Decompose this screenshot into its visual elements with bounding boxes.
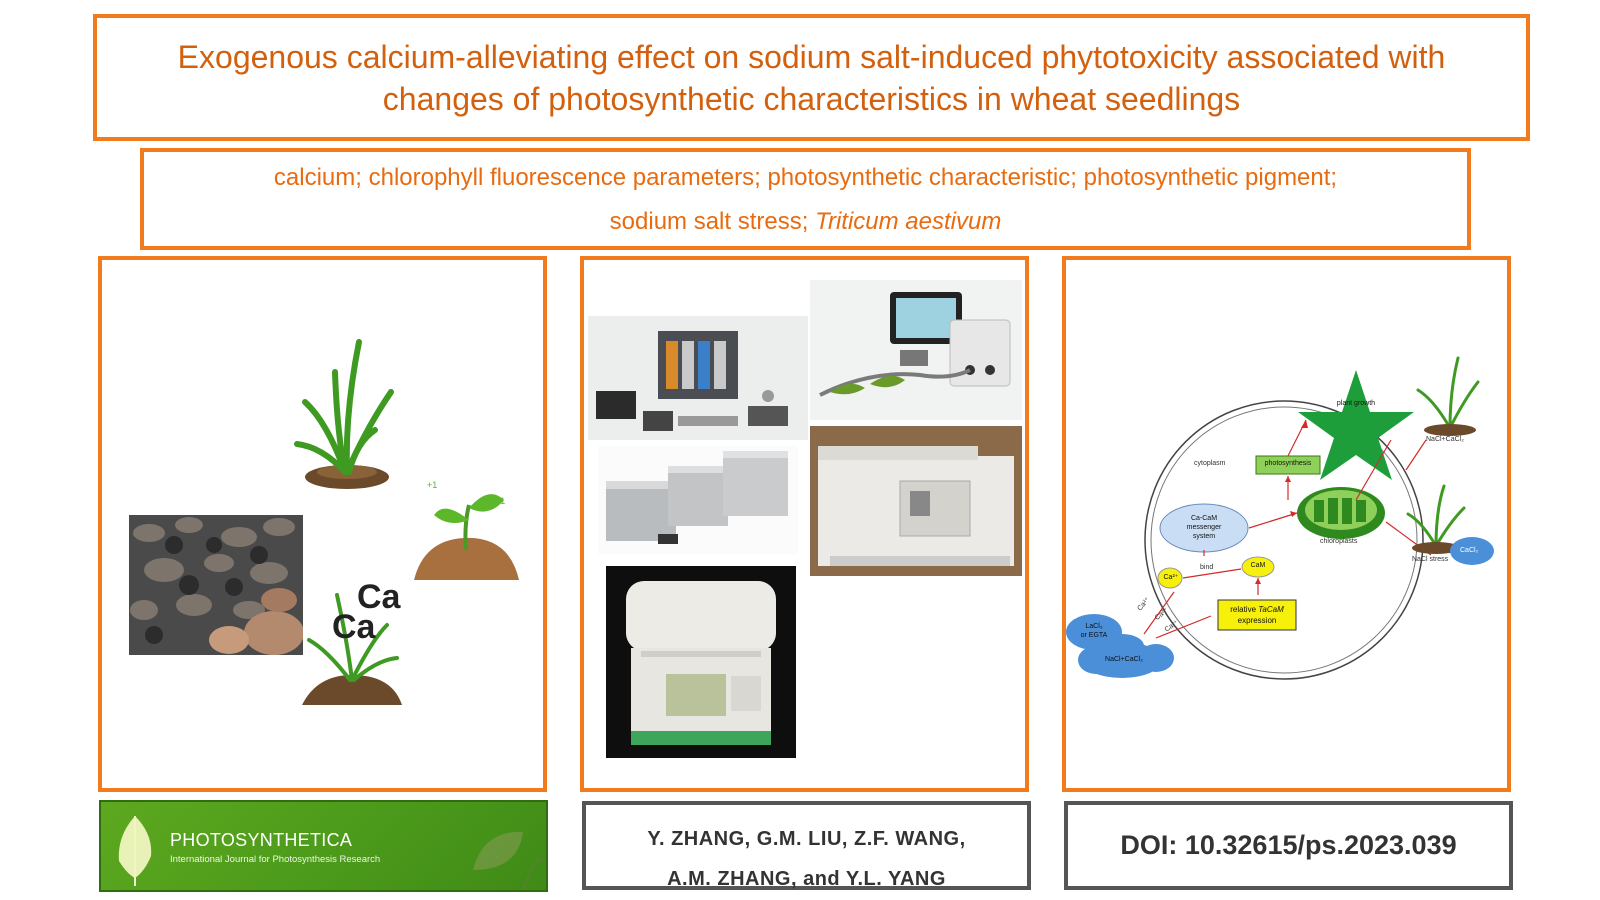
leaf-logo-icon (118, 816, 152, 886)
chloroplast-icon (1297, 487, 1385, 539)
authors-line-1: Y. ZHANG, G.M. LIU, Z.F. WANG, (647, 828, 966, 850)
messenger-system-label: Ca-CaM messenger system (1186, 515, 1222, 540)
sprout-icon (414, 494, 519, 580)
growth-mark-1: +1 (427, 480, 438, 490)
wheat-plant-top-icon (1416, 356, 1480, 430)
plant-growth-star (1298, 370, 1414, 480)
growth-mark-2: +1 (495, 496, 506, 506)
mechanism-diagram (1066, 356, 1494, 680)
tacam-expression-box (1217, 599, 1297, 631)
authors-box: Y. ZHANG, G.M. LIU, Z.F. WANG, A.M. ZHAN… (582, 801, 1031, 890)
tacam-expression-word: expression (1237, 616, 1277, 625)
calcium-label-top: Ca (357, 578, 401, 616)
title-line-2: changes of photosynthetic characteristic… (382, 80, 1241, 117)
cell-inner-membrane (1150, 406, 1418, 674)
nacl-cacl2-top-label: NaCl+CaCl₂ (1426, 436, 1464, 443)
keywords-plain: sodium salt stress; (609, 208, 816, 235)
egta-text: or EGTA (1080, 632, 1108, 639)
calcium-seedling-icon (302, 593, 402, 705)
keywords-species: Triticum aestivum (815, 208, 1002, 235)
journal-banner: PHOTOSYNTHETICA International Journal fo… (99, 800, 548, 892)
cam-label: CaM (1250, 562, 1266, 569)
panel-instruments (580, 256, 1029, 792)
keywords-line-1: calcium; chlorophyll fluorescence parame… (273, 164, 1338, 191)
pcr-thermocycler-photo (606, 566, 796, 758)
ca2-ellipse (1157, 567, 1183, 589)
cam-ellipse (1241, 556, 1275, 578)
fluorometer-image (819, 292, 1011, 397)
calcium-label-bottom: Ca (332, 608, 376, 646)
journal-name: PHOTOSYNTHETICA (170, 830, 353, 850)
wheat-plant-stress-icon (1406, 484, 1466, 548)
fluorometer-photo (810, 280, 1022, 420)
gas-exchange-system-photo (588, 316, 808, 440)
nacl-stress-label: NaCl stress (1412, 556, 1449, 563)
chromatograph-photo (810, 426, 1022, 576)
journal-subtitle: International Journal for Photosynthesis… (170, 854, 381, 865)
panel-mechanism-diagram: plant growth cytoplasm photosynthesis Ca… (1062, 256, 1511, 792)
cacl2-cloud (1450, 537, 1494, 565)
paper-title: Exogenous calcium-alleviating effect on … (178, 36, 1446, 120)
lacl3-label: LaCl₃ or EGTA (1076, 622, 1112, 640)
doi-text[interactable]: DOI: 10.32615/ps.2023.039 (1120, 830, 1457, 860)
title-box: Exogenous calcium-alleviating effect on … (93, 14, 1530, 141)
leaf-decoration-icon (473, 831, 543, 890)
photosynthesis-label: photosynthesis (1264, 460, 1312, 467)
keywords-box: calcium; chlorophyll fluorescence parame… (140, 148, 1471, 250)
ca2-label: Ca²⁺ (1163, 574, 1179, 581)
doi-box: DOI: 10.32615/ps.2023.039 (1064, 801, 1513, 890)
gas-exchange-image (596, 331, 788, 431)
salt-soil-image (129, 515, 303, 655)
tacam-expression-label: relative TaCaM expression (1218, 604, 1296, 626)
salt-soil-photo (129, 515, 303, 655)
cytoplasm-label: cytoplasm (1194, 460, 1226, 467)
spectrophotometer-photo (598, 446, 798, 554)
cacl2-label: CaCl₂ (1460, 547, 1479, 554)
chloroplasts-label: chloroplasts (1320, 538, 1358, 545)
panel-salt-soil-calcium: +1 +1 Ca Ca (98, 256, 547, 792)
nacl-cacl2-cloud-label: NaCl+CaCl₂ (1105, 656, 1143, 663)
plant-growth-label: plant growth (1336, 400, 1376, 407)
title-line-1: Exogenous calcium-alleviating effect on … (177, 38, 1446, 75)
bind-label: bind (1200, 564, 1214, 571)
nacl-cacl2-cloud (1078, 634, 1174, 678)
cell-outer-membrane (1144, 400, 1424, 680)
tacam-plain: relative (1230, 605, 1259, 614)
spectrophotometer-image (606, 451, 788, 544)
lacl3-text: LaCl₃ (1085, 623, 1103, 630)
wheat-plant-icon (294, 339, 394, 489)
authors-line-2: A.M. ZHANG, and Y.L. YANG (667, 868, 946, 890)
pcr-image (626, 581, 776, 745)
chromatograph-image (810, 426, 1022, 576)
keywords-line-2: sodium salt stress; Triticum aestivum (144, 200, 1467, 244)
tacam-italic: TaCaM (1258, 605, 1284, 614)
